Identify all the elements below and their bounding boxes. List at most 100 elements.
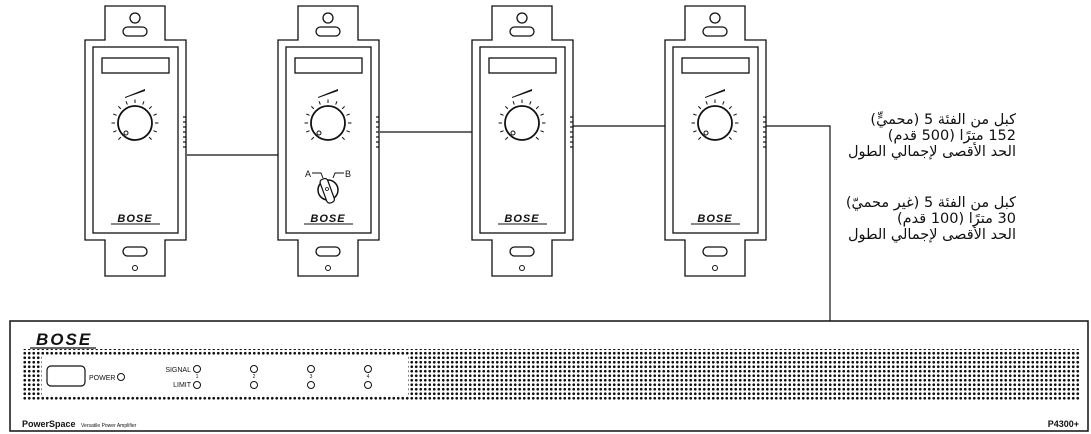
signal-led-4 [364,365,372,373]
power-led [117,373,125,381]
top-mounting-slot [702,26,728,37]
control-panel [42,355,408,395]
unshielded-cable-caption: الحد الأقصى لإجمالي الطول [847,227,1016,243]
wallplate-4: BOSE [664,5,767,277]
knob-tick [540,113,544,116]
top-mounting-slot [122,26,148,37]
knob-tick [728,106,732,110]
knob-tick [728,136,732,140]
unshielded-cable-type: كبل من الفئة 5 (غير محميّ) [845,195,1016,211]
knob-tick [142,101,145,105]
knob-tick [500,130,504,133]
knob-tick [733,130,737,133]
knob-tick [705,101,708,105]
bottom-screw-hole [132,265,138,271]
selector-label-a: A [305,169,311,179]
channel-indicators: 1 2 3 4 [193,365,372,389]
knob-tick [118,106,122,110]
bottom-screw-hole [712,265,718,271]
knob-tick [306,113,310,116]
label-window [294,57,363,74]
knob-tick [148,136,152,140]
signal-led-1 [193,365,201,373]
volume-knob[interactable] [504,105,540,141]
volume-knob[interactable] [117,105,153,141]
volume-knob[interactable] [310,105,346,141]
knob-tick [693,113,697,116]
volume-ramp-icon [705,89,725,98]
bose-logo: BOSE [310,213,345,225]
knob-tick [341,106,345,110]
signal-label: SIGNAL [165,367,191,374]
knob-tick [698,106,702,110]
channel-number-3: 3 [310,374,313,380]
top-screw-hole [322,12,334,24]
bottom-mounting-slot [702,246,728,257]
knob-tick [153,130,157,133]
power-button[interactable] [46,365,86,387]
power-label: POWER [89,375,115,382]
channel-number-4: 4 [367,374,370,380]
wallplate-1: BOSE [84,5,187,277]
volume-knob[interactable] [697,105,733,141]
limit-led-1 [193,381,201,389]
top-screw-hole [129,12,141,24]
bottom-screw-hole [519,265,525,271]
knob-tick [512,101,515,105]
knob-tick [733,113,737,116]
label-window [101,57,170,74]
knob-tick [125,101,128,105]
selector-bracket [312,172,344,179]
product-name: PowerSpace [22,419,76,429]
label-window [681,57,750,74]
top-mounting-slot [509,26,535,37]
bose-logo: BOSE [117,213,152,225]
limit-label: LIMIT [173,382,192,389]
volume-ramp-icon [318,89,338,98]
limit-led-3 [307,381,315,389]
knob-indicator-dot [703,130,709,136]
label-window [488,57,557,74]
bottom-mounting-slot [122,246,148,257]
limit-led-4 [364,381,372,389]
bottom-screw-hole [325,265,331,271]
signal-led-3 [307,365,315,373]
knob-tick [540,130,544,133]
top-mounting-slot [315,26,341,37]
cable-note-unshielded: كبل من الفئة 5 (غير محميّ) 30 مترًا (100… [836,195,1016,243]
knob-tick [118,136,122,140]
knob-tick [500,113,504,116]
lever-dot [325,187,329,191]
channel-number-1: 1 [196,374,199,380]
knob-tick [722,101,725,105]
knob-indicator-dot [510,130,516,136]
knob-tick [346,113,350,116]
knob-tick [698,136,702,140]
knob-tick [113,113,117,116]
knob-tick [335,101,338,105]
amplifier-bose-logo: BOSE [36,330,92,349]
shielded-cable-caption: الحد الأقصى لإجمالي الطول [847,144,1016,160]
top-screw-hole [709,12,721,24]
knob-tick [311,136,315,140]
knob-tick [306,130,310,133]
knob-tick [113,130,117,133]
knob-indicator-dot [316,130,322,136]
knob-tick [153,113,157,116]
product-description: Versatile Power Amplifier [81,423,137,429]
bose-logo: BOSE [504,213,539,225]
knob-tick [318,101,321,105]
cable-to-amplifier [765,125,831,322]
knob-tick [529,101,532,105]
unshielded-cable-length: 30 مترًا (100 قدم) [897,211,1016,227]
limit-led-2 [250,381,258,389]
knob-tick [148,106,152,110]
channel-number-2: 2 [253,374,256,380]
top-screw-hole [516,12,528,24]
knob-tick [505,136,509,140]
shielded-cable-length: 152 مترًا (500 قدم) [887,128,1016,144]
